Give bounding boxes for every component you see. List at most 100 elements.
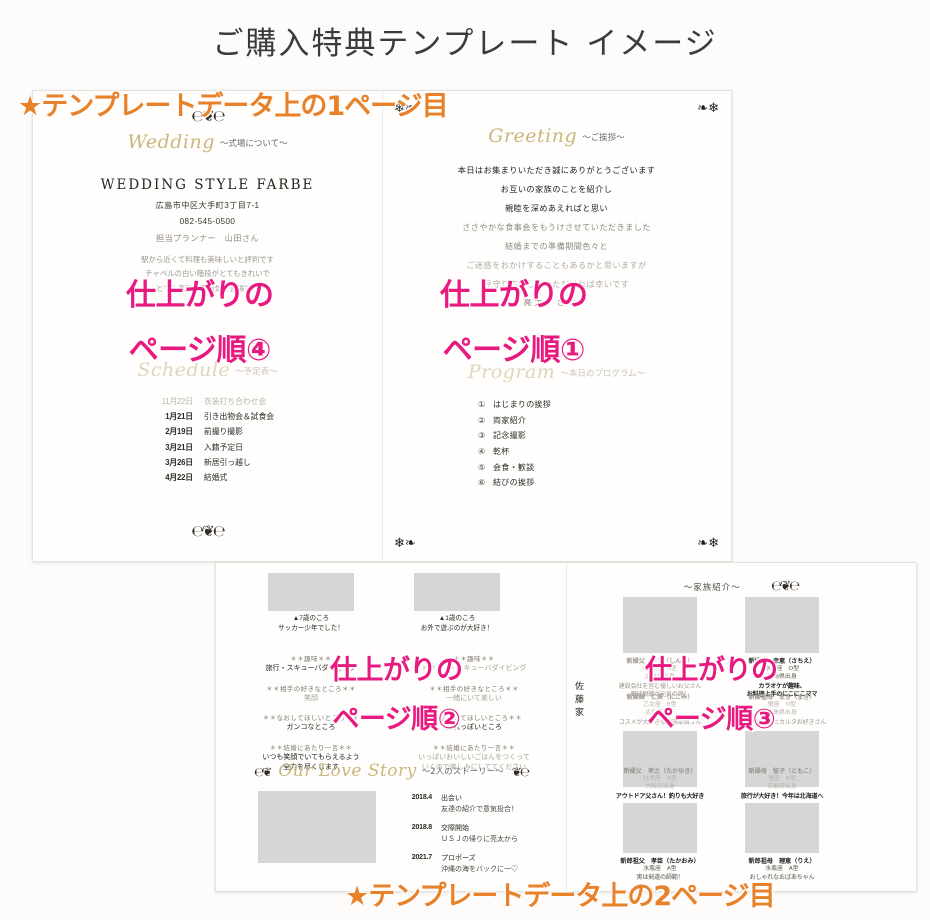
family-member-comment: コスメが大好きな美容部員さん xyxy=(618,718,702,726)
schedule-date: 11月22日 xyxy=(161,397,193,407)
schedule-event: 衣装打ち合わせ会 xyxy=(203,397,267,407)
groom-like: ＊＊相手の好きなところ＊＊ 笑顔 xyxy=(236,683,386,705)
family-member-name: 新婦妹 仁美（にこみ） xyxy=(626,693,694,701)
program-number: ① xyxy=(478,400,486,410)
bride-photo-block: ▲1歳のころ お外で遊ぶのが大好き！ xyxy=(414,573,500,634)
corner-ornament-bottom-right: ❧❄ xyxy=(697,535,719,550)
family-member-card: 新婦父 信二（しんじ） 牡牛座 A型 広島県出身 建設会社を営む優しいお父さん … xyxy=(612,597,708,700)
family-member-card: 新郎祖母 理恵（りえ） 水瓶座 A型 おしゃれなおばあちゃん xyxy=(734,803,830,883)
program-label: 記念撮影 xyxy=(493,431,527,441)
venue-name: WEDDING STYLE FARBE xyxy=(100,177,315,193)
bride-vow: ＊＊結婚にあたり一言＊＊ いっぱいおいしいごはんをつくって いくので楽しみにして… xyxy=(394,742,554,774)
story-text: 出会い 友達の紹介で意気投合！ xyxy=(441,794,518,815)
love-story-photo xyxy=(258,791,376,863)
bride-fix-value: 照れっぽいところ xyxy=(446,724,502,731)
love-story-heading-text: Our Love Story xyxy=(278,761,417,781)
program-heading-text: Program xyxy=(467,361,556,383)
venue-notes: 駅から近くて料理も美味しいと評判です チャペルの白い階段がとてもきれいで とても… xyxy=(33,254,382,294)
bride-like-key: ＊＊相手の好きなところ＊＊ xyxy=(429,685,519,693)
greeting-signature: 亮太 さやか xyxy=(523,298,590,307)
flourish-ornament-family: ℮❦℮ xyxy=(771,579,800,594)
groom-photo-caption: ▲7歳のころ サッカー少年でした！ xyxy=(278,615,344,632)
corner-ornament-top-left: ❄❧ xyxy=(394,100,416,115)
finished-order-line2: ページ順② xyxy=(332,703,461,735)
schedule-heading-text: Schedule xyxy=(137,359,231,381)
program-label: 結びの挨拶 xyxy=(493,478,535,488)
family-member-card: 新婦母 幸恵（さちえ） 水瓶座 O型 広島県出身 カラオケが趣味、 お料理上手の… xyxy=(734,597,830,700)
page2-right-panel: ～家族紹介～ ℮❦℮ 佐藤家 新婦父 信二（しんじ） 牡牛座 A型 広島県出身 … xyxy=(566,563,916,891)
page2-left-panel: ▲7歳のころ サッカー少年でした！ ▲1歳のころ お外で遊ぶのが大好き！ ＊＊趣… xyxy=(216,563,567,891)
family-member-comment: おしゃれなおばあちゃん xyxy=(749,874,815,882)
family-member-comment: 建設会社を営む優しいお父さん 野球観戦が元気の源！ xyxy=(618,682,702,699)
story-detail: ＵＳＪの帰りに亮太から xyxy=(441,835,518,843)
family-member-photo xyxy=(623,597,697,653)
program-label: 両家紹介 xyxy=(493,415,527,425)
bride-photo-caption: ▲1歳のころ お外で遊ぶのが大好き！ xyxy=(420,615,494,632)
finished-order-line1: 仕上がりの xyxy=(440,278,588,313)
family-member-meta: 牡牛座 A型 広島県出身 xyxy=(643,665,677,681)
story-title: 交際開始 xyxy=(441,825,469,832)
table-row: 1月21日 引き出物会＆試食会 xyxy=(141,409,274,424)
groom-fix: ＊＊なおしてほしいところ＊＊ ガンコなところ xyxy=(236,712,386,734)
family-member-name: 新婦父 孝之（たかゆき） xyxy=(623,767,697,775)
groom-photo-block: ▲7歳のころ サッカー少年でした！ xyxy=(268,573,354,634)
table-row: 11月22日 衣装打ち合わせ会 xyxy=(141,394,274,409)
family-heading: ～家族紹介～ ℮❦℮ xyxy=(566,577,916,595)
family-member-meta: 水瓶座 A型 xyxy=(643,865,677,872)
love-story-timeline: 2018.4 出会い 友達の紹介で意気投合！ 2018.8 交際開始 ＵＳＪの帰… xyxy=(394,791,518,875)
family-member-meta: 牡羊座 A型 大阪府出身 xyxy=(643,775,677,791)
finished-order-line1: 仕上がりの xyxy=(645,655,778,686)
groom-like-value: 笑顔 xyxy=(304,694,318,702)
venue-note: とても素敵な雰囲気の会場です xyxy=(156,283,259,293)
family-member-meta: 水瓶座 A型 xyxy=(765,865,799,872)
bride-hobby-value: ドライブ・スキューバダイビング xyxy=(421,665,527,672)
bride-hobby-key: ＊＊趣味＊＊ xyxy=(453,656,495,663)
bride-like: ＊＊相手の好きなところ＊＊ 一緒にいて楽しい xyxy=(394,683,554,705)
love-story-heading-sub: ～2人のストーリー～ xyxy=(421,767,504,777)
groom-vow-value: いつも笑顔でいてもらえるよう 全力を尽くします xyxy=(262,753,360,772)
greeting-line: ご迷惑をおかけすることもあるかと思いますが xyxy=(466,261,647,270)
schedule-event: 結婚式 xyxy=(203,473,228,483)
groom-hobby: ＊＊趣味＊＊ 旅行・スキューバダイビング xyxy=(236,653,386,675)
family-member-photo xyxy=(745,731,819,788)
groom-fix-key: ＊＊なおしてほしいところ＊＊ xyxy=(262,715,360,722)
program-heading-sub: ～本日のプログラム～ xyxy=(560,369,646,379)
groom-hobby-key: ＊＊趣味＊＊ xyxy=(290,656,332,663)
family-member-name: 新婦祖母 まき（まき） xyxy=(748,693,816,701)
schedule-event: 新居引っ越し xyxy=(203,457,251,467)
table-row: 2月19日 前撮り撮影 xyxy=(141,424,274,439)
family-member-comment: アウトドア父さん！釣りも大好き xyxy=(615,792,705,800)
story-detail: 沖縄の海をバックに一♡ xyxy=(441,865,518,873)
family-member-card: 新婦母 智子（ともこ） 蟹座 B型 京都府出身 旅行が大好き！今年は北海道へ xyxy=(734,763,830,801)
page1-right-panel: ❄❧ ❧❄ Greeting～ご挨拶～ 本日はお集まりいただき誠にありがとうござ… xyxy=(382,91,731,561)
finished-order-label-3: 仕上がりの ページ順③ xyxy=(645,655,778,737)
schedule-heading: Schedule～予定表～ xyxy=(33,359,382,381)
family-member-card: 新郎祖父 孝臣（たかおみ） 水瓶座 A型 実は剣道の師範！ xyxy=(612,803,708,883)
bride-vow-value: いっぱいおいしいごはんをつくって いくので楽しみにしててください xyxy=(418,753,530,772)
story-title: プロポーズ xyxy=(441,855,476,862)
venue-note: チャペルの白い階段がとてもきれいで xyxy=(145,269,270,279)
schedule-event: 引き出物会＆試食会 xyxy=(203,412,275,422)
groom-hobby-value: 旅行・スキューバダイビング xyxy=(265,665,357,672)
family-member-meta: 蟹座 B型 京都府出身 xyxy=(767,775,797,791)
table-row: 4月22日 結婚式 xyxy=(141,470,274,485)
template-page-1-sheet: ℮❦℮ Wedding～式場について～ WEDDING STYLE FARBE … xyxy=(32,90,732,562)
story-date: 2021.7 xyxy=(411,854,432,861)
program-label: 乾杯 xyxy=(493,447,510,457)
story-date: 2018.8 xyxy=(411,824,432,831)
greeting-line: ささやかな食事会をもうけさせていただきました xyxy=(462,223,651,232)
family-member-name: 新郎祖母 理恵（りえ） xyxy=(748,857,816,865)
program-number: ⑤ xyxy=(478,462,486,472)
family-member-name: 新婦母 幸恵（さちえ） xyxy=(748,657,816,665)
bride-photo xyxy=(414,573,500,611)
story-text: プロポーズ 沖縄の海をバックに一♡ xyxy=(441,854,518,875)
story-detail: 友達の紹介で意気投合！ xyxy=(441,805,518,813)
program-number: ③ xyxy=(478,431,486,441)
story-date: 2018.4 xyxy=(411,794,432,801)
